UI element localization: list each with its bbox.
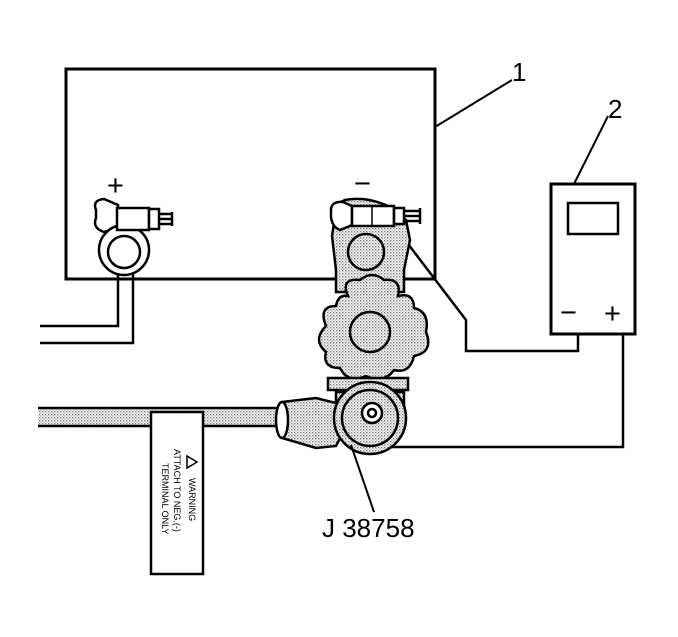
multimeter xyxy=(549,182,637,336)
meter-positive-sign: + xyxy=(604,298,621,330)
battery-negative-sign: − xyxy=(354,168,371,200)
meter-leader-line xyxy=(573,115,609,185)
warning-tag-line3: TERMINAL ONLY xyxy=(160,463,170,535)
battery-leader-line xyxy=(434,79,513,128)
meter-display xyxy=(566,201,620,236)
positive-cable xyxy=(40,272,135,345)
battery-positive-sign: + xyxy=(107,170,124,202)
warning-tag-line2: ATTACH TO NEG.(-) xyxy=(172,449,182,532)
warning-triangle-icon xyxy=(186,454,199,470)
callout-2: 2 xyxy=(608,94,622,124)
callout-1: 1 xyxy=(512,57,526,87)
meter-negative-sign: − xyxy=(560,297,577,329)
meter-leads xyxy=(378,239,625,449)
disconnect-tool xyxy=(274,197,430,456)
tool-leader-line xyxy=(350,444,375,513)
warning-tag: WARNING ATTACH TO NEG.(-) TERMINAL ONLY xyxy=(149,410,205,576)
warning-tag-line1: WARNING xyxy=(187,478,197,521)
callout-j38758: J 38758 xyxy=(322,513,415,543)
positive-terminal-clamp xyxy=(93,197,174,277)
